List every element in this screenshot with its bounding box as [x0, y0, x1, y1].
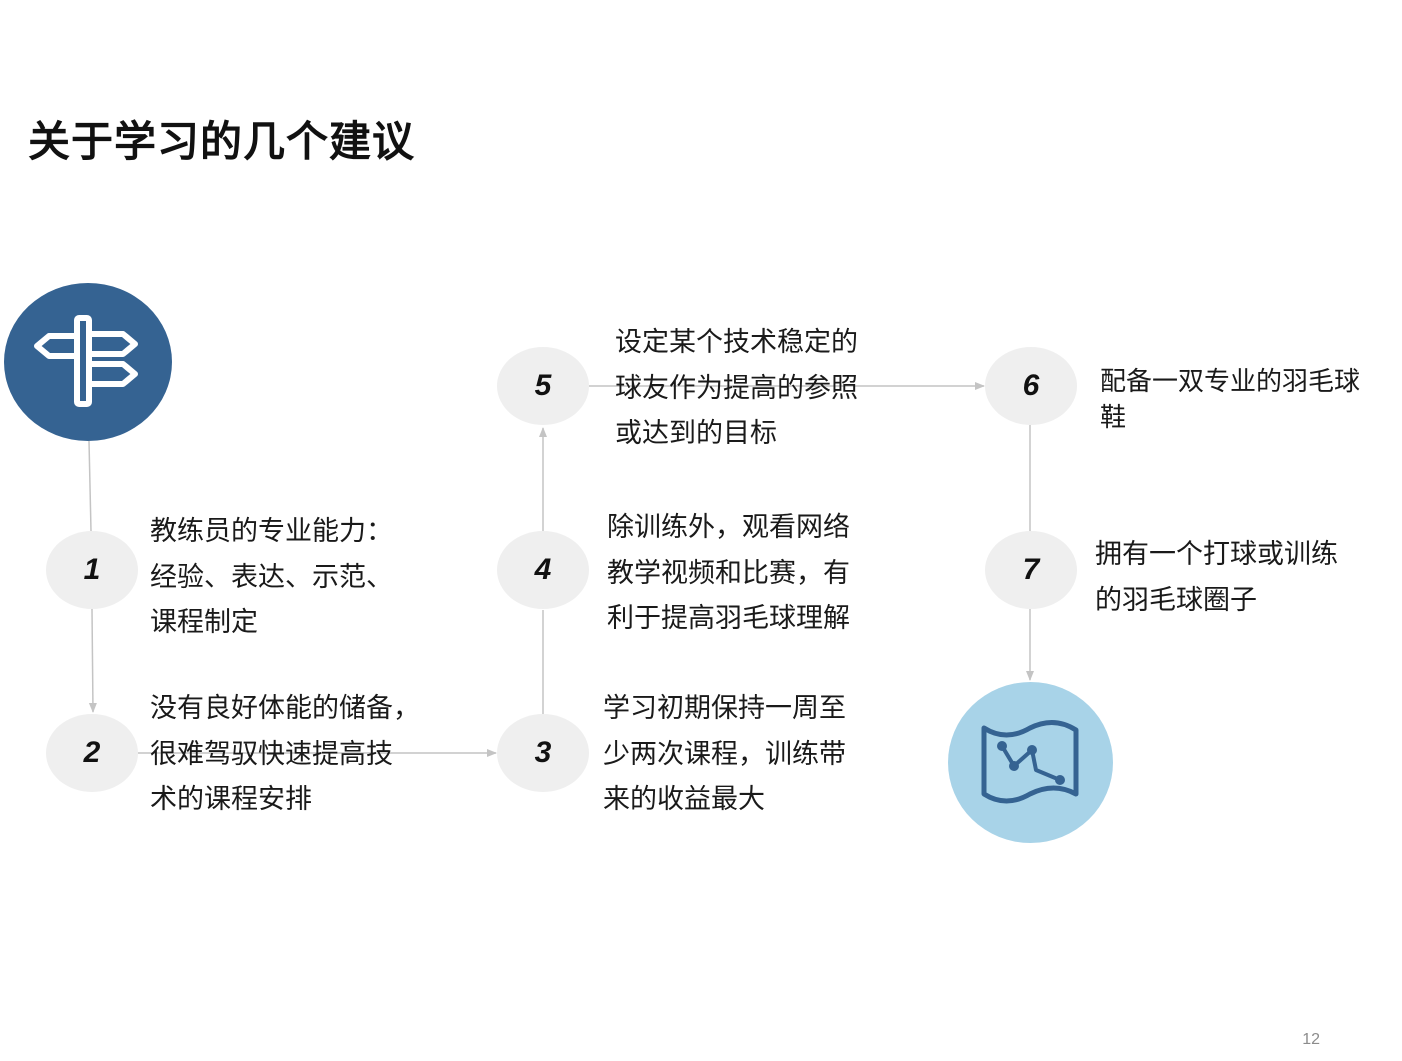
step-4-text: 除训练外，观看网络 教学视频和比赛，有 利于提高羽毛球理解 — [607, 505, 850, 642]
page-number: 12 — [1302, 1031, 1320, 1048]
step-3-line: 少两次课程，训练带 — [603, 738, 846, 770]
step-7-text: 拥有一个打球或训练 的羽毛球圈子 — [1095, 532, 1338, 623]
step-2-line: 很难驾驭快速提高技 — [150, 738, 393, 770]
step-2-text: 没有良好体能的储备， 很难驾驭快速提高技 术的课程安排 — [150, 686, 420, 823]
step-7-number: 7 — [1022, 553, 1040, 586]
step-5-line: 设定某个技术稳定的 — [615, 327, 858, 358]
step-5-line: 或达到的目标 — [615, 418, 777, 449]
page-title: 关于学习的几个建议 — [28, 117, 416, 166]
step-7-line: 的羽毛球圈子 — [1095, 584, 1257, 616]
connector-start-1 — [88, 440, 92, 532]
connector-1-2 — [88, 608, 97, 713]
step-2-line: 术的课程安排 — [150, 784, 312, 815]
end-circle — [948, 682, 1113, 843]
step-2-line: 没有良好体能的储备， — [150, 693, 420, 724]
step-5-circle: 5 — [497, 347, 589, 425]
step-1-text: 教练员的专业能力： 经验、表达、示范、 课程制定 — [150, 509, 393, 646]
step-5-line: 球友作为提高的参照 — [615, 372, 858, 404]
step-6-line: 配备一双专业的羽毛球 — [1100, 367, 1361, 397]
step-1-line: 教练员的专业能力： — [150, 516, 393, 547]
step-1-number: 1 — [83, 553, 101, 586]
step-3-text: 学习初期保持一周至 少两次课程，训练带 来的收益最大 — [603, 686, 846, 823]
map-route-icon — [981, 719, 1078, 803]
start-circle — [4, 283, 172, 441]
step-3-line: 学习初期保持一周至 — [603, 693, 846, 724]
step-6-text: 配备一双专业的羽毛球 鞋 — [1100, 364, 1360, 436]
step-4-line: 教学视频和比赛，有 — [607, 557, 850, 589]
step-1-line: 课程制定 — [150, 607, 258, 638]
step-3-number: 3 — [534, 736, 552, 769]
step-1-circle: 1 — [46, 531, 138, 609]
step-2-circle: 2 — [46, 714, 138, 792]
step-3-circle: 3 — [497, 714, 589, 792]
signpost-icon — [34, 315, 138, 407]
step-5-number: 5 — [534, 369, 552, 402]
step-7-circle: 7 — [985, 531, 1077, 609]
step-4-line: 利于提高羽毛球理解 — [607, 603, 850, 634]
step-6-number: 6 — [1022, 369, 1040, 402]
step-5-text: 设定某个技术稳定的 球友作为提高的参照 或达到的目标 — [615, 320, 858, 457]
step-4-circle: 4 — [497, 531, 589, 609]
step-3-line: 来的收益最大 — [603, 784, 765, 815]
step-6-line: 鞋 — [1100, 403, 1127, 433]
step-4-number: 4 — [534, 553, 552, 586]
step-6-circle: 6 — [985, 347, 1077, 425]
step-4-line: 除训练外，观看网络 — [607, 512, 850, 543]
step-1-line: 经验、表达、示范、 — [150, 561, 393, 593]
step-7-line: 拥有一个打球或训练 — [1095, 539, 1338, 570]
step-2-number: 2 — [83, 736, 101, 769]
